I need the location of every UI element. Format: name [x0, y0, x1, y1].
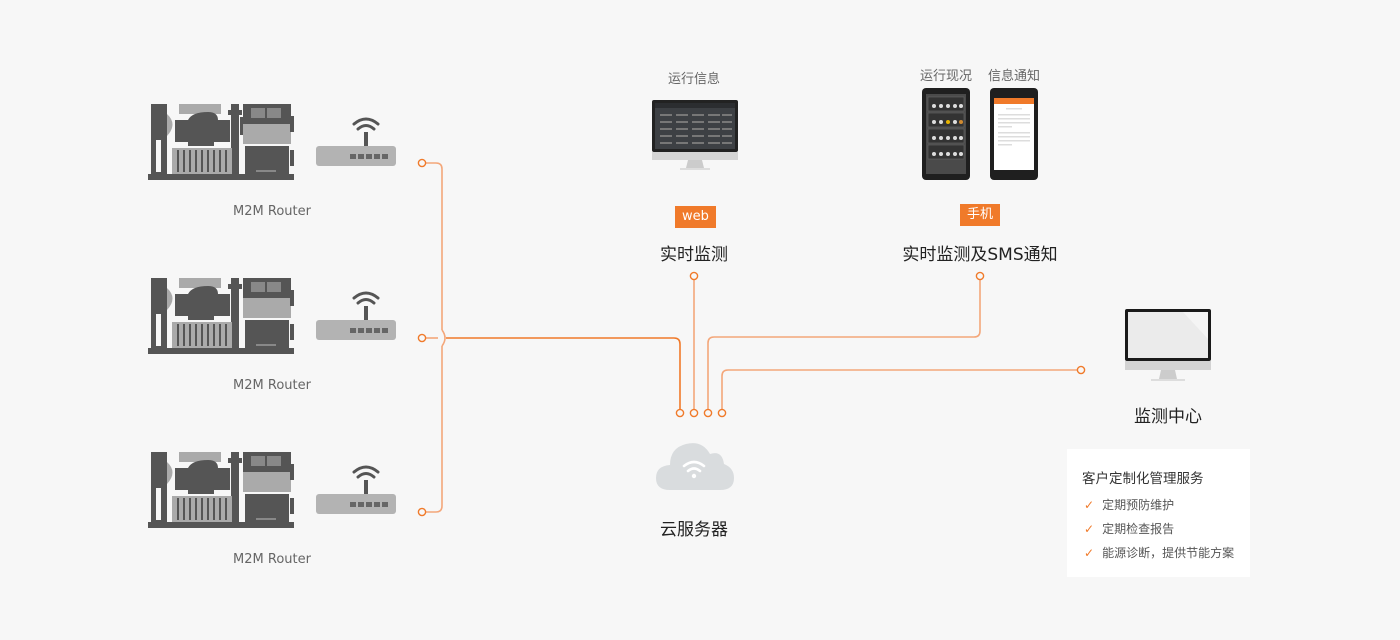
check-icon: ✓ — [1084, 497, 1095, 512]
wifi-router-icon — [316, 291, 396, 340]
generator-row-3 — [148, 450, 298, 532]
phone-status-icon — [922, 88, 970, 180]
wire-bracket-bump — [441, 329, 446, 347]
mobile-badge: 手机 — [960, 204, 1001, 226]
phone-status — [922, 88, 970, 184]
wifi-router-icon — [316, 117, 396, 166]
cloud-server — [656, 438, 734, 496]
service-item-label: 能源诊断，提供节能方案 — [1102, 546, 1235, 560]
wire-generator-1 — [426, 162, 443, 330]
service-item: ✓ 定期检查报告 — [1084, 520, 1174, 537]
service-item: ✓ 能源诊断，提供节能方案 — [1084, 544, 1234, 561]
router-label-1: M2M Router — [233, 204, 311, 219]
desktop-monitor-icon — [652, 100, 738, 170]
wifi-router-icon — [316, 465, 396, 514]
center-title: 监测中心 — [1134, 407, 1202, 427]
web-monitor — [652, 100, 738, 176]
phone-notification-icon — [990, 88, 1038, 180]
router-3 — [316, 462, 396, 520]
node-generator-1 — [417, 158, 427, 168]
generator-row-1 — [148, 102, 298, 184]
web-title: 实时监测 — [660, 245, 728, 265]
phone-notification — [990, 88, 1038, 184]
node-web — [689, 271, 699, 281]
wire-trunk-to-cloud — [446, 337, 681, 410]
service-item: ✓ 定期预防维护 — [1084, 496, 1174, 513]
node-cloud-1 — [675, 408, 685, 418]
generator-icon — [148, 104, 294, 180]
wire-mobile-to-cloud — [707, 280, 981, 410]
mobile-title: 实时监测及SMS通知 — [902, 245, 1058, 265]
cloud-title: 云服务器 — [660, 520, 728, 540]
node-cloud-4 — [717, 408, 727, 418]
mobile-caption-status: 运行现况 — [919, 69, 972, 84]
router-1 — [316, 114, 396, 172]
wire-center-to-cloud — [721, 369, 1080, 410]
router-label-2: M2M Router — [233, 378, 311, 393]
generator-icon — [148, 278, 294, 354]
node-center — [1076, 365, 1086, 375]
node-cloud-2 — [689, 408, 699, 418]
service-title: 客户定制化管理服务 — [1082, 471, 1204, 487]
web-caption: 运行信息 — [667, 72, 720, 87]
service-item-label: 定期预防维护 — [1102, 498, 1175, 512]
node-cloud-3 — [703, 408, 713, 418]
service-item-label: 定期检查报告 — [1102, 522, 1175, 536]
desktop-monitor-icon — [1125, 309, 1211, 381]
router-label-3: M2M Router — [233, 552, 311, 567]
web-badge: web — [675, 206, 716, 228]
check-icon: ✓ — [1084, 545, 1095, 560]
cloud-wifi-icon — [656, 443, 734, 490]
service-card: 客户定制化管理服务 ✓ 定期预防维护 ✓ 定期检查报告 ✓ 能源诊断，提供节能方… — [1067, 449, 1250, 577]
mobile-caption-notify: 信息通知 — [987, 69, 1040, 84]
node-generator-2 — [417, 333, 427, 343]
check-icon: ✓ — [1084, 521, 1095, 536]
center-monitor — [1125, 309, 1211, 385]
wire-generator-3 — [426, 346, 443, 513]
generator-row-2 — [148, 276, 298, 358]
router-2 — [316, 288, 396, 346]
generator-icon — [148, 452, 294, 528]
node-generator-3 — [417, 507, 427, 517]
node-mobile — [975, 271, 985, 281]
